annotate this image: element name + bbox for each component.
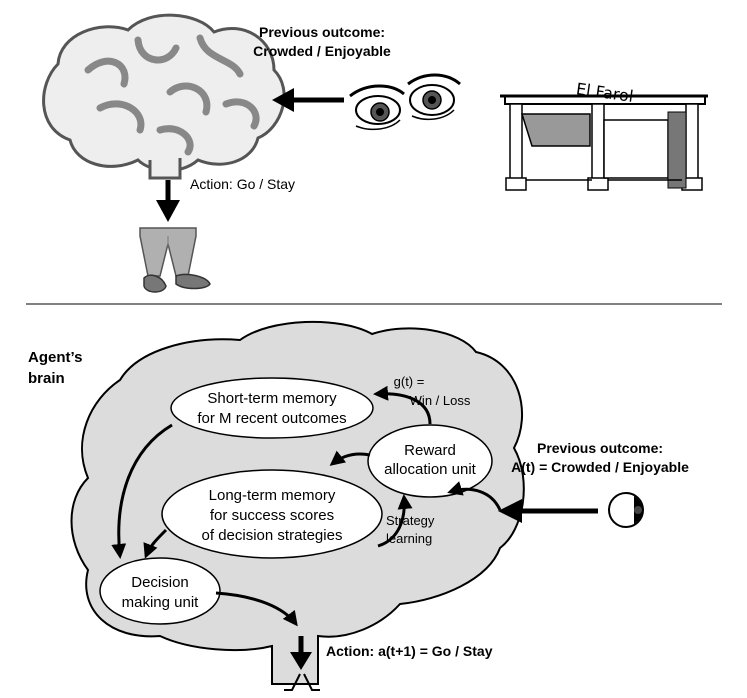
long-term-memory-line3: of decision strategies [202, 527, 343, 544]
bottom-previous-outcome-line1: Previous outcome: [537, 440, 663, 456]
decision-making-line2: making unit [122, 594, 200, 611]
reward-allocation-line1: Reward [404, 442, 456, 459]
short-term-memory-line1: Short-term memory [207, 390, 337, 407]
top-previous-outcome-line1: Previous outcome: [259, 24, 385, 40]
g-t-label-line2: Win / Loss [410, 393, 471, 408]
arrow-reward-to-short-term [373, 385, 432, 425]
long-term-memory-line2: for success scores [210, 507, 334, 524]
action-down-arrow [290, 636, 312, 670]
decision-making-line1: Decision [131, 574, 189, 591]
legs-icon [139, 227, 211, 293]
internal-arrows [111, 385, 502, 627]
short-term-memory-line2: for M recent outcomes [197, 410, 346, 427]
bottom-action-label: Action: a(t+1) = Go / Stay [326, 643, 493, 659]
short-term-memory-node [170, 377, 374, 439]
arrow-reward-to-long-term [329, 450, 371, 466]
arrow-outcome-to-reward [447, 481, 502, 511]
arrow-decision-to-action [215, 591, 298, 627]
agents-brain-label-line2: brain [28, 370, 65, 387]
agents-brain-label-line1: Agent’s [28, 349, 82, 366]
arrow-brain-to-legs [156, 180, 180, 222]
arrow-eyes-to-brain [272, 88, 344, 112]
long-term-memory-node [161, 469, 383, 559]
arrow-long-term-to-decision [143, 528, 168, 559]
arrow-short-term-to-decision [111, 423, 173, 559]
decision-making-node [99, 557, 221, 625]
reward-allocation-line2: allocation unit [384, 461, 477, 478]
stick-legs-icon [284, 673, 320, 691]
strategy-learning-line1: Strategy [386, 513, 435, 528]
top-previous-outcome-line2: Crowded / Enjoyable [253, 43, 391, 59]
top-action-label: Action: Go / Stay [190, 176, 295, 192]
el-farol-bar-icon [500, 94, 708, 191]
long-term-memory-line1: Long-term memory [209, 487, 336, 504]
arrow-strategy-learning [377, 494, 413, 548]
g-t-label-line1: g(t) = [394, 374, 425, 389]
bottom-previous-outcome-line2: A(t) = Crowded / Enjoyable [511, 459, 689, 475]
top-eyes-icon [349, 73, 461, 131]
reward-allocation-node [367, 424, 493, 498]
strategy-learning-line2: learning [386, 531, 432, 546]
top-brain-icon [42, 13, 286, 180]
arrow-eye-to-brain [498, 499, 598, 523]
eye-icon [608, 492, 644, 528]
